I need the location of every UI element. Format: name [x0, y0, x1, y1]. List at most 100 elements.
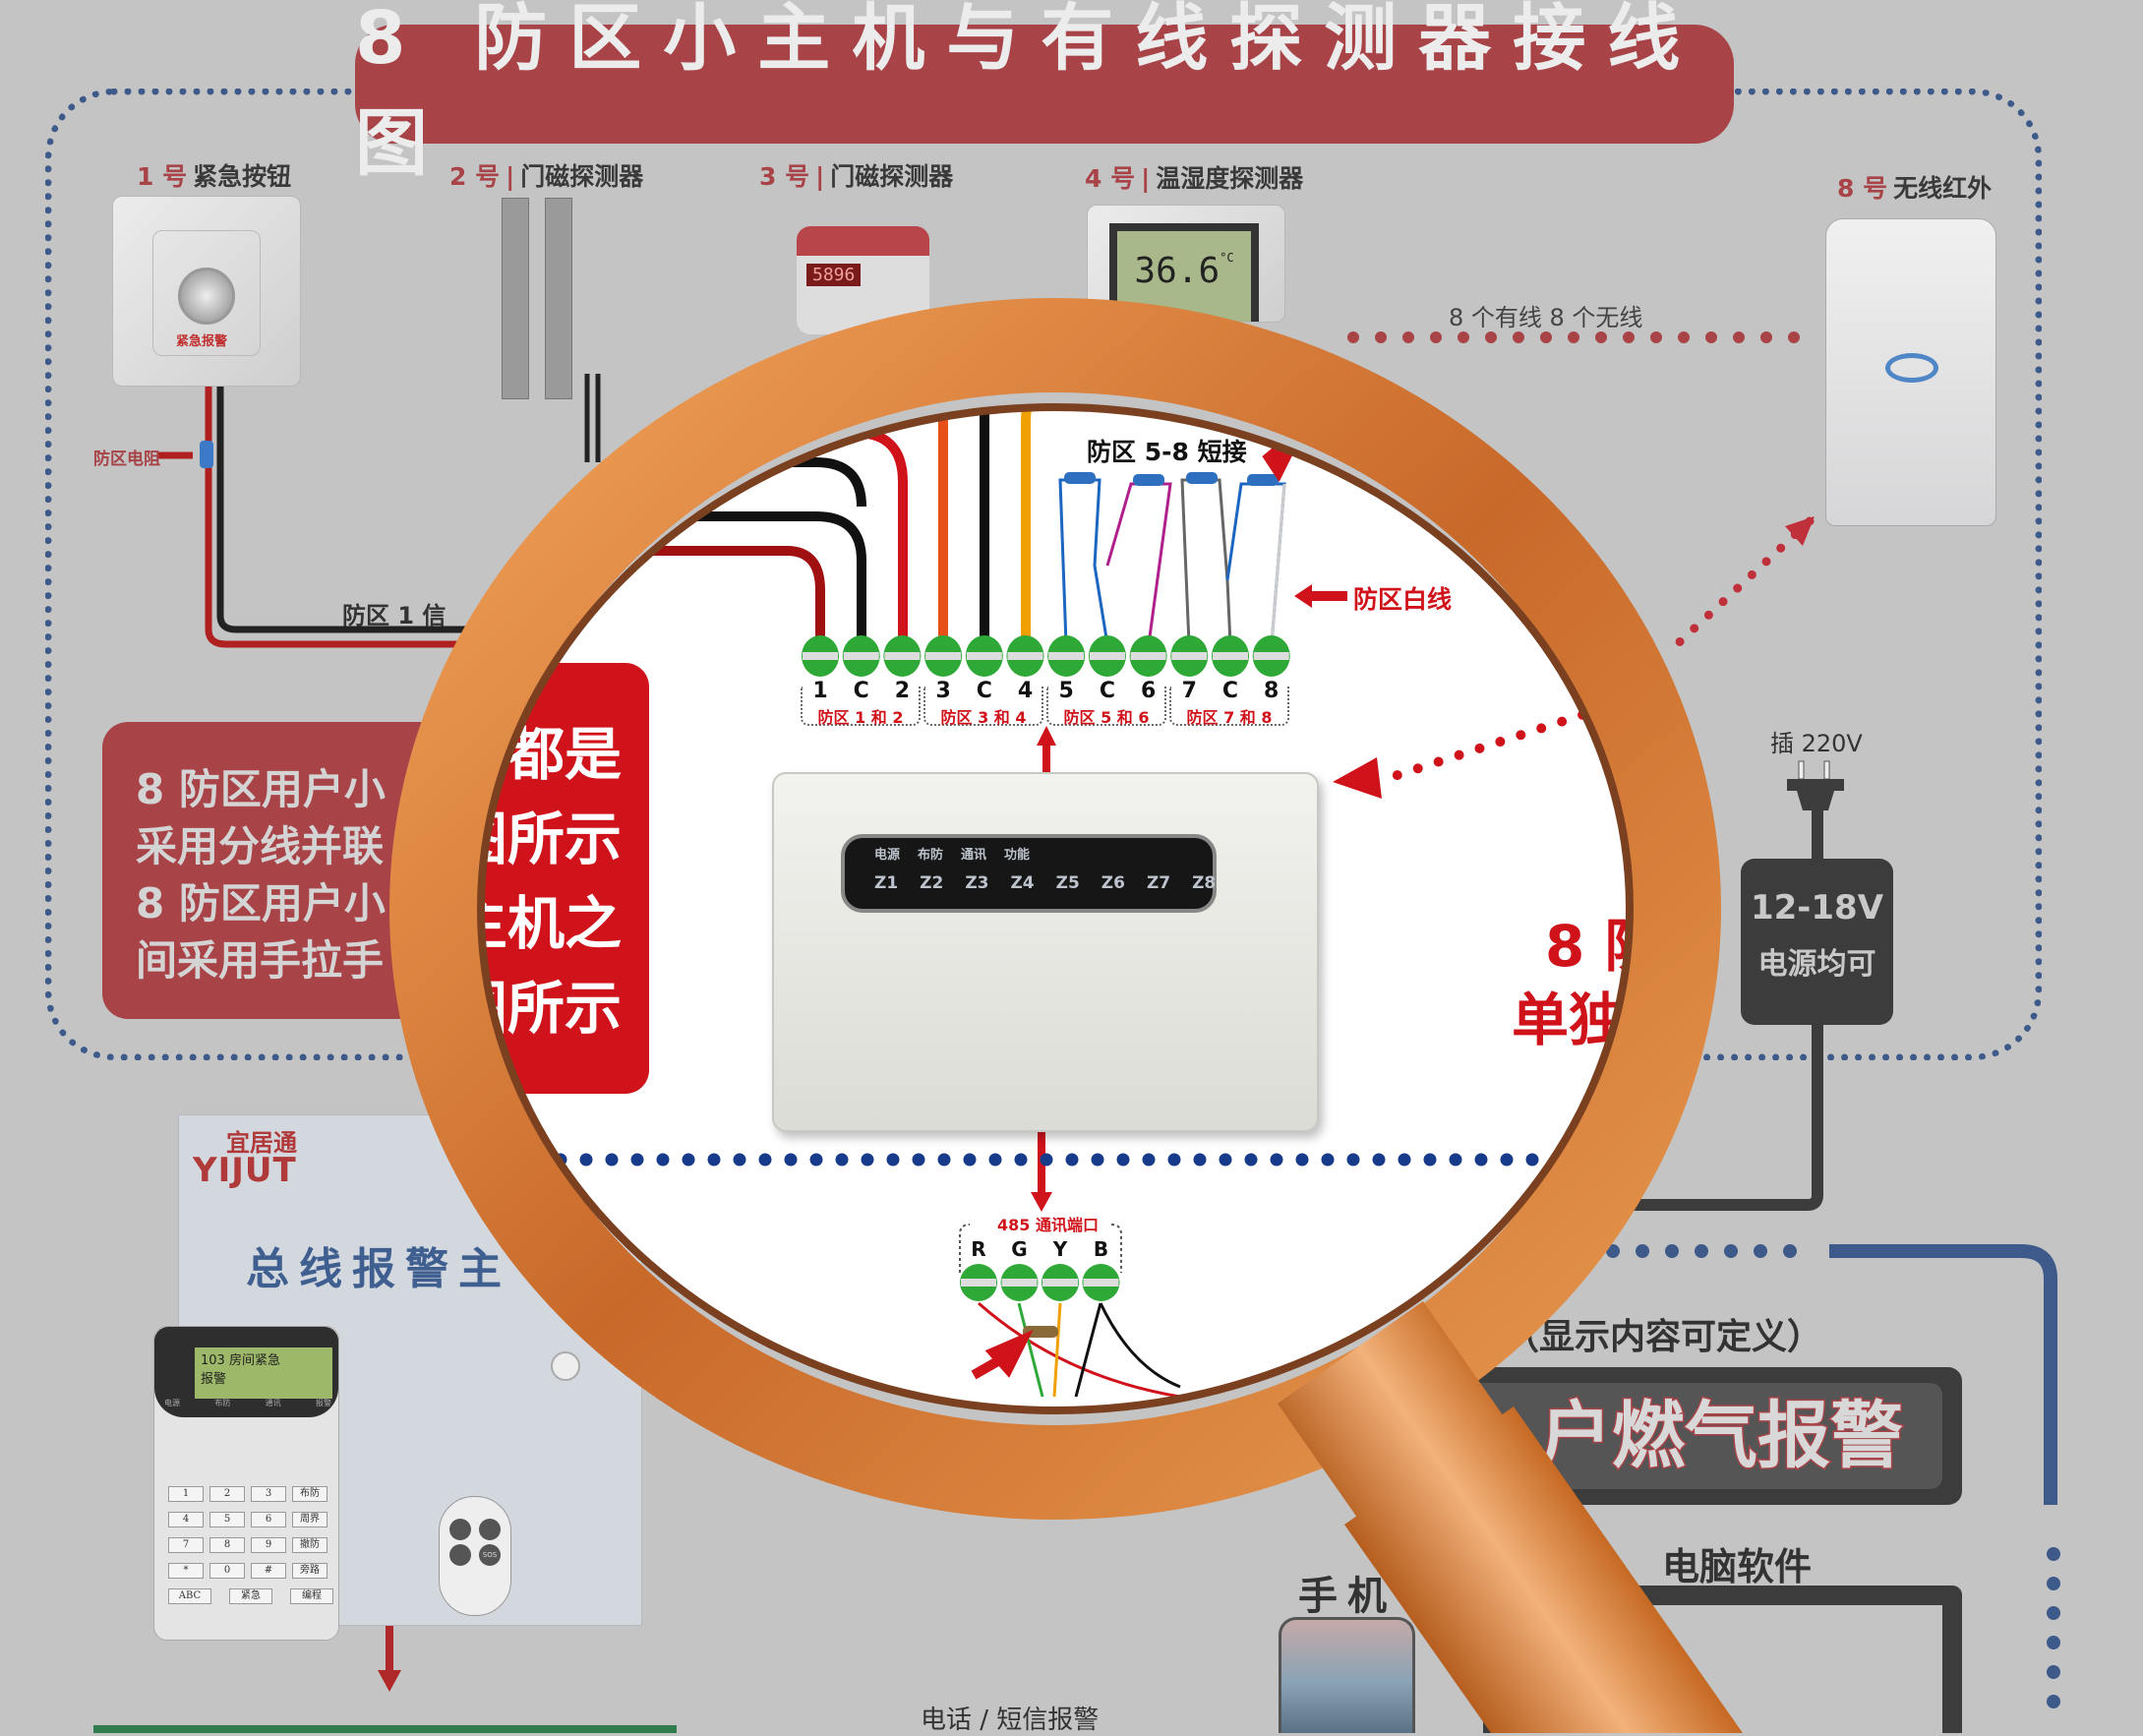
terminal-slot [1048, 652, 1085, 660]
left-note-line: 8 防区用户小 [136, 765, 386, 813]
lcd-line: 103 房间紧急 [201, 1353, 280, 1368]
wire-zone4 [1021, 410, 1053, 644]
pc-software-label: 电脑软件 [1662, 1545, 1813, 1588]
led-label: 报警 [315, 1399, 331, 1407]
resistor-icon [1186, 472, 1218, 484]
plug-icon [1787, 760, 1844, 810]
detector-label-1: 1 号紧急按钮 [137, 162, 292, 191]
keypad-key[interactable]: 周界 [292, 1512, 327, 1527]
wire-zone3 [914, 410, 948, 644]
zone-group-label: 防区 7 和 8 [1186, 708, 1273, 727]
terminal-label: 6 [1140, 679, 1157, 703]
terminal-slot [1042, 1279, 1078, 1287]
keypad-key[interactable]: 布防 [292, 1486, 327, 1502]
keypad-key[interactable]: 紧急 [229, 1588, 272, 1604]
sos-button: SOS [479, 1544, 501, 1566]
keypad-key[interactable]: 8 [209, 1537, 245, 1553]
jumper-zone7 [1180, 478, 1232, 645]
left-note-line: 间采用手拉手 [136, 936, 385, 985]
terminal-label: 1 [812, 679, 828, 703]
resistors [1064, 472, 1279, 486]
zone-indicator: Z8 [1192, 873, 1217, 893]
keypad-key[interactable]: 1 [168, 1486, 204, 1502]
host-down-arrowhead [378, 1670, 401, 1692]
zone-indicator: Z5 [1055, 873, 1080, 893]
magnifier-ring-inner-edge [477, 403, 1634, 1414]
led-label: 电源 [164, 1399, 180, 1407]
magnifier-ring [389, 298, 1721, 1520]
keypad-key[interactable]: 撤防 [292, 1537, 327, 1553]
terminal-block [802, 635, 1290, 677]
zone-group-bracket: 防区 3 和 4 [923, 687, 1043, 727]
detector-label-4: 4 号|温湿度探测器 [1085, 164, 1304, 193]
keypad-key[interactable]: # [251, 1563, 286, 1579]
led-label: 布防 [214, 1399, 231, 1407]
keypad-key[interactable]: 2 [209, 1486, 245, 1502]
port-pin-label: Y [1052, 1237, 1068, 1261]
zone-5-8-short-label: 防区 5-8 短接 [1087, 438, 1247, 466]
terminal-label: 4 [1017, 679, 1034, 703]
button-black-wire [216, 387, 472, 633]
keypad-key[interactable]: 5 [209, 1512, 245, 1527]
wire-common-b [551, 457, 866, 508]
indicator-label: 电源 [874, 848, 901, 863]
indicator-label: 布防 [918, 848, 944, 863]
port-wire-b [1074, 1302, 1181, 1398]
keypad-key[interactable]: 7 [168, 1537, 204, 1553]
keypad-key[interactable]: 编程 [290, 1588, 333, 1604]
magnifier-handle-collar [1278, 1301, 1508, 1525]
zone-indicator: Z2 [920, 873, 944, 893]
zone-group-label: 防区 1 和 2 [817, 708, 904, 727]
phone-label: 手机 [1298, 1574, 1397, 1619]
port-485-label: 485 通讯端口 [993, 1212, 1102, 1235]
zone1-signal-label: 防区 1 信 [342, 602, 446, 629]
keypad-key[interactable]: 3 [251, 1486, 286, 1502]
left-note-line: 8 防区用户小 [136, 879, 386, 928]
port-pin-label: G [1011, 1237, 1028, 1261]
port-485-terminals [960, 1264, 1120, 1301]
terminal-slot [843, 652, 879, 660]
door-sensor-switch [545, 198, 572, 399]
keypad-key[interactable]: 0 [209, 1563, 245, 1579]
terminal-slot [925, 652, 962, 660]
terminal-slot [1083, 1279, 1119, 1287]
terminal-label: C [853, 679, 869, 703]
indicator-label: 通讯 [961, 848, 987, 863]
gas-detector-display: 5896 [806, 264, 862, 286]
wire-zone1 [551, 546, 825, 644]
power-cable [1613, 807, 1823, 1211]
wire-common-a [551, 511, 866, 644]
brand-cn-logo: 宜居通 [226, 1129, 297, 1157]
terminal-slot [803, 652, 838, 660]
keypad-key[interactable]: ABC [168, 1588, 211, 1604]
keypad-key[interactable]: 9 [251, 1537, 286, 1553]
detector-label-8: 8 号无线红外 [1837, 174, 1993, 203]
wireless-pir-device [1825, 218, 1996, 526]
resistor-icon [200, 441, 213, 468]
zone-indicator: Z6 [1101, 873, 1125, 893]
port-red-arrow [971, 1329, 1034, 1380]
keypad-key[interactable]: * [168, 1563, 204, 1579]
gas-detector-device: 5896 [797, 226, 929, 334]
red-dotted-arrow-line [1387, 703, 1608, 782]
terminal-label: 5 [1058, 679, 1074, 703]
pir-arrowhead [1785, 516, 1815, 546]
red-note-line: 图所示 [449, 975, 622, 1042]
keypad-key[interactable]: 6 [251, 1512, 286, 1527]
phone-device [1279, 1617, 1415, 1733]
display-caption: （显示内容可定义） [1504, 1317, 1823, 1357]
pir-dotted-link [1667, 516, 1815, 654]
keypad-key[interactable]: 旁路 [292, 1563, 327, 1579]
left-note-line: 采用分线并联 [136, 822, 385, 870]
terminal-slot [1171, 652, 1208, 660]
terminal-slot [1253, 652, 1289, 660]
white-wire [1270, 483, 1286, 645]
emergency-button-device: 紧急报警 [112, 196, 301, 387]
adapter-voltage: 12-18V [1750, 888, 1884, 928]
keypad-key[interactable]: 4 [168, 1512, 204, 1527]
bus-blue-line [1829, 1244, 2057, 1505]
zone-indicator: Z1 [874, 873, 899, 893]
magnifier-handle [1344, 1407, 1743, 1733]
zone-group-bracket: 防区 5 和 6 [1046, 687, 1166, 727]
